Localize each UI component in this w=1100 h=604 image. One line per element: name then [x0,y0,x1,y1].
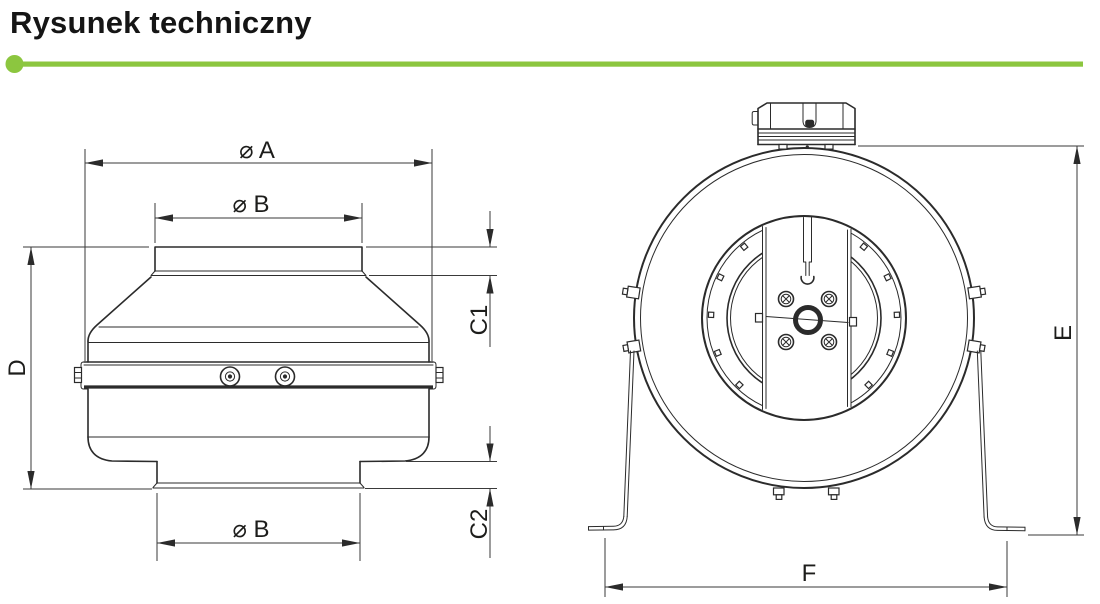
accent-divider [5,55,1083,73]
dim-label-c1: C1 [466,305,493,336]
dim-label-dia-a: ⌀ A [239,137,275,164]
housing-clamp-tabs [621,285,987,354]
dim-label-dia-b-top: ⌀ B [232,191,269,218]
motor-screws [777,290,838,351]
hub-ring [793,305,823,335]
side-view-outline [73,246,444,489]
accent-line [14,61,1083,67]
cable-gland-nut [805,119,815,128]
mounting-brackets [588,350,1026,532]
dim-label-e: E [1050,325,1077,341]
front-view: E F [588,102,1084,597]
page-title: Rysunek techniczny [10,5,312,40]
front-view-dimensions [604,145,1084,597]
dim-label-c2: C2 [466,509,493,540]
terminal-box [751,102,856,150]
band-screw-right [274,366,296,387]
motor-plate [754,217,858,419]
dim-label-d: D [4,359,31,376]
band-screw-left [219,366,241,387]
dim-label-f: F [802,560,817,587]
bottom-bolts [772,487,840,500]
dim-label-dia-b-bottom: ⌀ B [232,516,269,543]
side-view-dimensions [23,149,497,561]
side-view: ⌀ A ⌀ B D C1 C2 ⌀ B [4,137,497,561]
